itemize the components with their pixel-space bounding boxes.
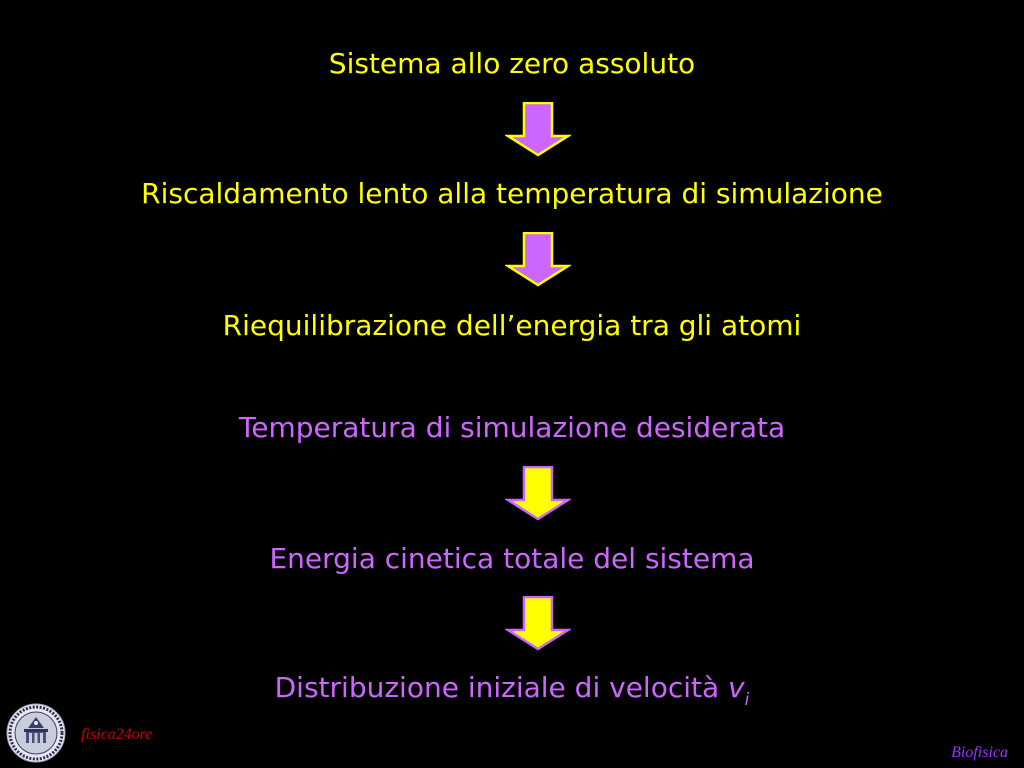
down-arrow-icon [505, 466, 571, 521]
university-seal-logo [6, 703, 66, 763]
footer-subject-text: Biofisica [951, 744, 1008, 761]
down-arrow-icon [505, 232, 571, 287]
down-arrow-icon [505, 102, 571, 157]
step-1-text: Sistema allo zero assoluto [328, 47, 696, 80]
velocity-variable: v [728, 671, 745, 704]
step-5-text: Energia cinetica totale del sistema [269, 542, 755, 575]
step-6-text: Distribuzione iniziale di velocità vi [0, 671, 1024, 717]
step-2-text: Riscaldamento lento alla temperatura di … [141, 177, 883, 210]
step-3-text: Riequilibrazione dell’energia tra gli at… [222, 309, 802, 342]
footer-brand-text: fisica24ore [81, 726, 153, 743]
down-arrow-icon [505, 596, 571, 651]
step-6-label: Distribuzione iniziale di velocità [274, 671, 729, 704]
velocity-subscript: i [744, 690, 750, 710]
step-4-text: Temperatura di simulazione desiderata [238, 411, 786, 444]
